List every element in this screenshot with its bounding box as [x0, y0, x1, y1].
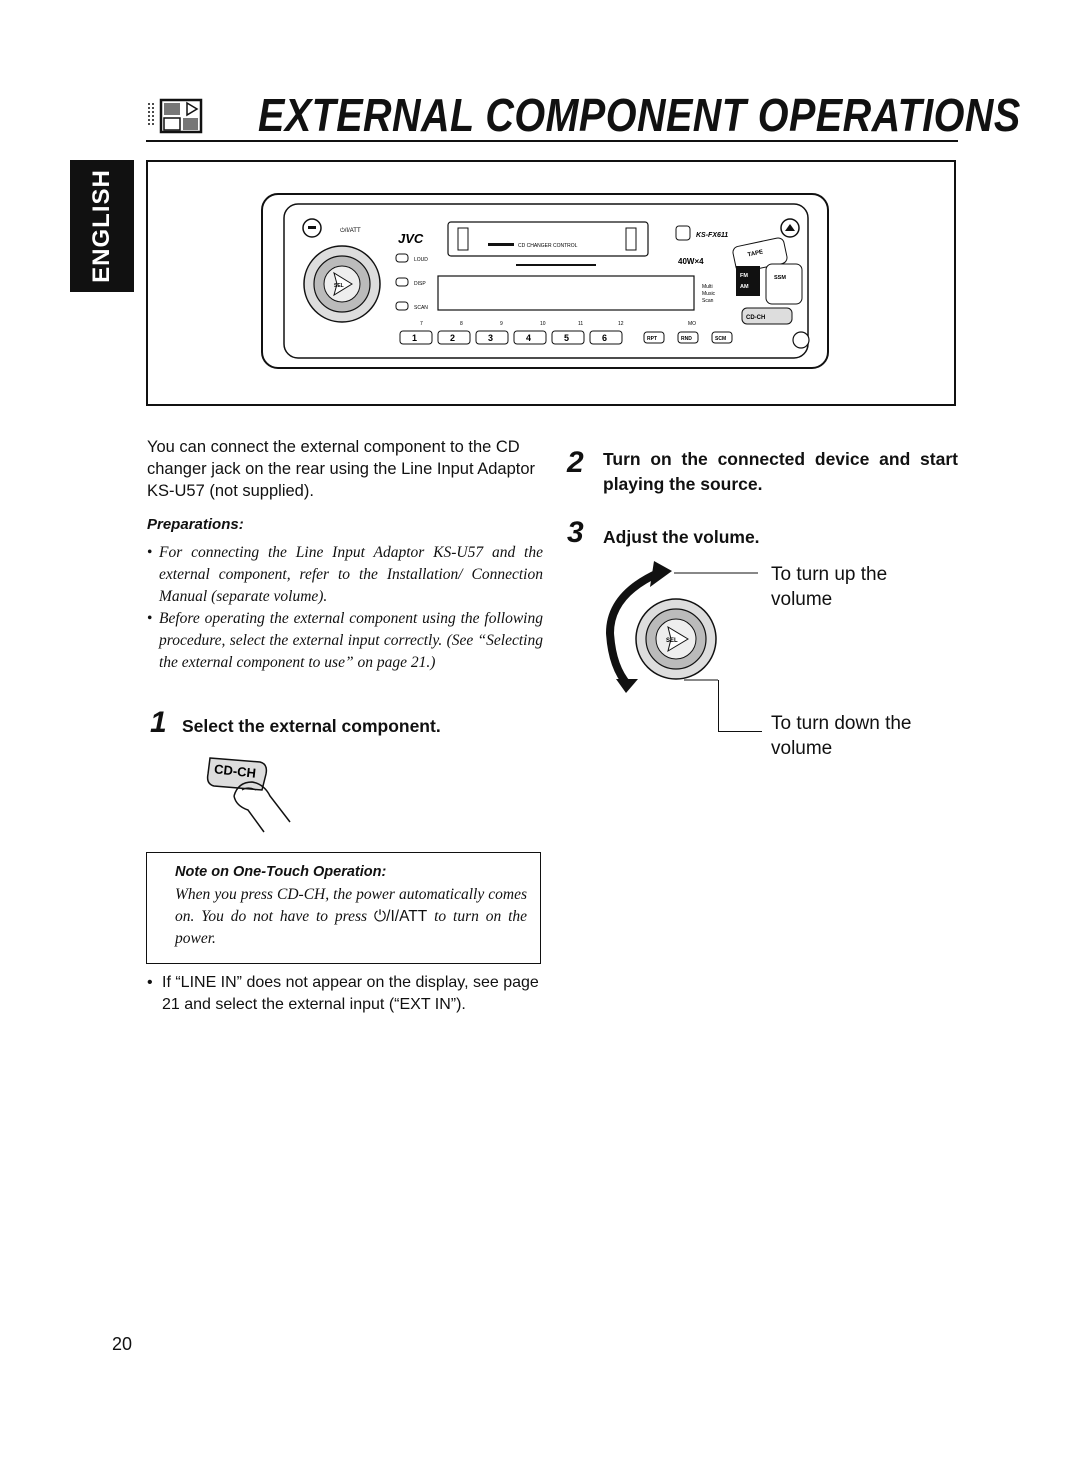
tape-label: TAPE [747, 249, 763, 258]
preset-3: 3 [488, 333, 493, 343]
top-number-10: 10 [540, 321, 546, 327]
line-in-bullet-text: If “LINE IN” does not appear on the disp… [162, 974, 539, 1013]
step-2-number: 2 [567, 446, 584, 479]
disp-label: DISP [414, 281, 426, 287]
title-rule [146, 140, 958, 142]
list-item: Before operating the external component … [147, 608, 543, 674]
note-box [146, 852, 541, 964]
power-att-symbol: ⏻/I/ATT [373, 908, 428, 925]
power-att-label: ⏻/I/ATT [340, 227, 361, 234]
top-number-8: 8 [460, 321, 463, 327]
line-in-bullet: • If “LINE IN” does not appear on the di… [147, 972, 545, 1016]
cd-ch-finger-button-label: CD-CH [213, 761, 256, 780]
jvc-logo: JVC [398, 231, 424, 246]
car-stereo-illustration: ⏻/I/ATT SEL LOUD DISP SCAN JVC CD CHANGE… [260, 192, 830, 370]
preparations-list: For connecting the Line Input Adaptor KS… [147, 542, 543, 674]
volume-down-label: To turn down the volume [771, 713, 912, 759]
scan-label: SCAN [414, 305, 428, 311]
section-icon [145, 98, 205, 134]
mode-label-multi: Multi [702, 284, 713, 290]
language-tab: ENGLISH [70, 160, 134, 292]
power-rating-label: 40W×4 [678, 257, 704, 266]
rnd-label: RND [681, 336, 692, 342]
top-number-12: 12 [618, 321, 624, 327]
intro-paragraph: You can connect the external component t… [147, 438, 536, 500]
page-title: EXTERNAL COMPONENT OPERATIONS [258, 89, 1021, 141]
knob-sel-label: SEL [666, 638, 678, 644]
language-tab-label: ENGLISH [88, 169, 115, 283]
step-3-number-wrap: 3 [567, 516, 584, 550]
preset-5: 5 [564, 333, 569, 343]
preset-1: 1 [412, 333, 417, 343]
preset-4: 4 [526, 333, 531, 343]
step-1: 1 [150, 706, 167, 740]
top-number-7: 7 [420, 321, 423, 327]
preset-6: 6 [602, 333, 607, 343]
preset-2: 2 [450, 333, 455, 343]
leader-down-vertical [718, 680, 719, 732]
volume-up-label: To turn up the volume [771, 564, 888, 610]
am-label: AM [740, 284, 749, 290]
cd-changer-control-label: CD CHANGER CONTROL [518, 243, 578, 249]
note-body-text: When you press CD-CH, the power automati… [175, 886, 527, 925]
preparations-heading: Preparations: [147, 516, 244, 533]
step-3-number: 3 [567, 516, 584, 549]
top-number-9: 9 [500, 321, 503, 327]
top-number-11: 11 [578, 321, 583, 327]
fm-label: FM [740, 273, 748, 279]
note-body: When you press CD-CH, the power automati… [175, 884, 527, 950]
leader-down-horizontal [718, 731, 762, 732]
step-1-number: 1 [150, 706, 167, 739]
page-number: 20 [112, 1334, 133, 1354]
note-body-text-end: to turn on the power. [175, 908, 528, 947]
list-item: For connecting the Line Input Adaptor KS… [147, 542, 543, 608]
step-1-text: Select the external component. [182, 716, 441, 736]
sel-knob-label: SEL [334, 283, 344, 289]
loud-label: LOUD [414, 257, 428, 263]
leader-up [758, 572, 760, 573]
step-3-text: Adjust the volume. [603, 527, 760, 547]
scm-label: SCM [715, 336, 726, 342]
model-label: KS-FX611 [696, 232, 728, 239]
cd-ch-button-press-illustration: CD-CH [200, 752, 300, 834]
rpt-label: RPT [647, 336, 657, 342]
volume-knob-illustration: SEL [598, 555, 778, 695]
step-2-number-wrap: 2 [567, 446, 584, 480]
step-2-text: Turn on the connected device and start p… [603, 449, 958, 494]
mode-label-music: Music [702, 291, 716, 297]
top-number-mo: MO [688, 321, 696, 327]
mode-label-scan: Scan [702, 298, 714, 304]
cd-ch-button-label: CD-CH [746, 315, 765, 321]
ssm-label: SSM [774, 275, 786, 281]
note-heading: Note on One-Touch Operation: [175, 864, 387, 880]
illustration-frame [146, 160, 956, 406]
